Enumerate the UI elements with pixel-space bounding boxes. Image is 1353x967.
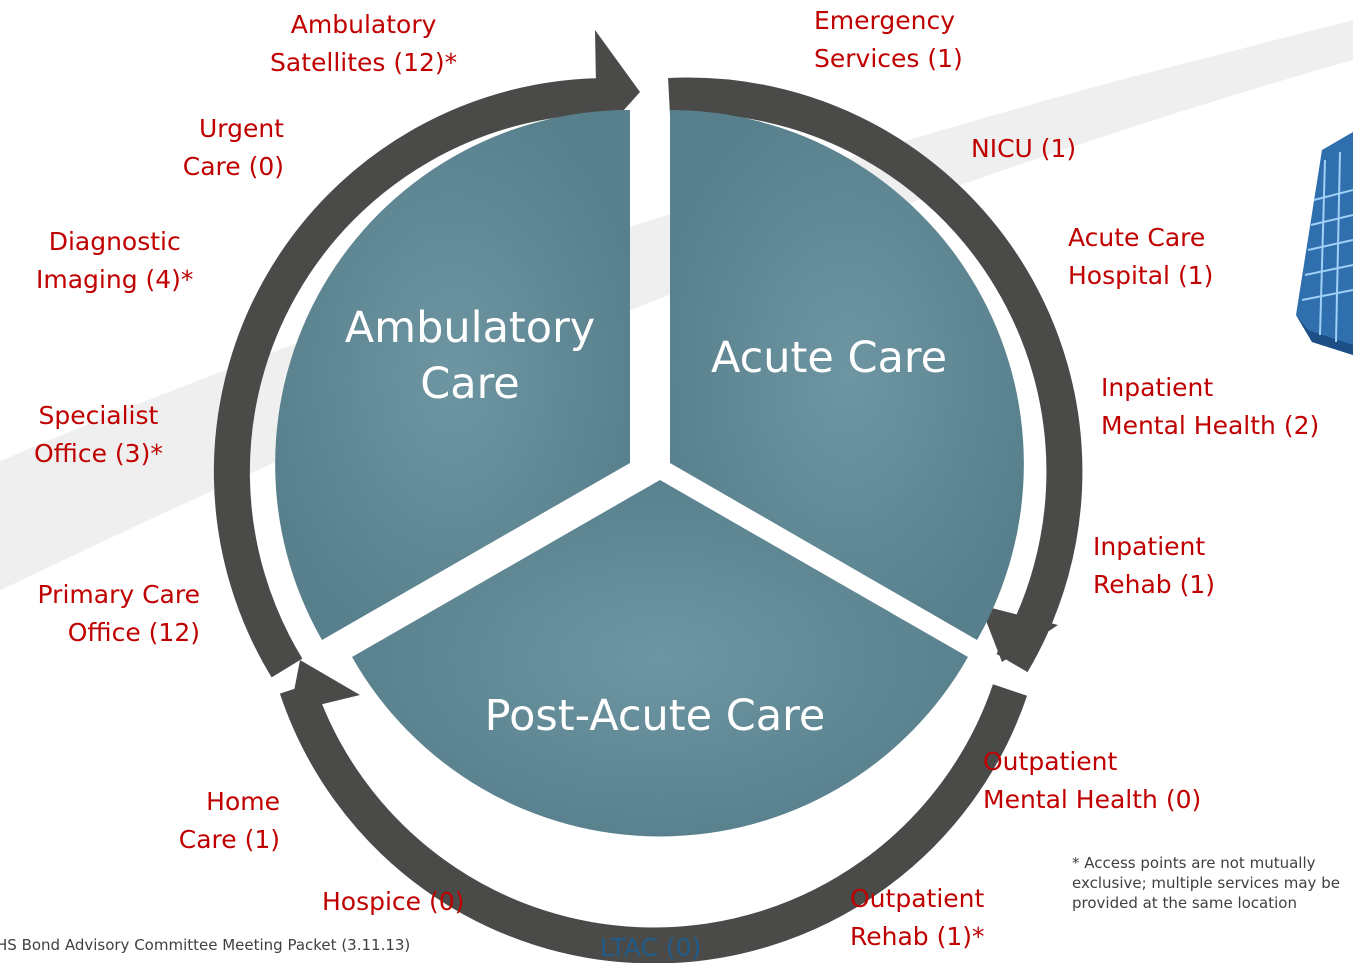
label-outpatient-mental-health: Outpatient Mental Health (0) bbox=[983, 747, 1202, 814]
footer-source: HS Bond Advisory Committee Meeting Packe… bbox=[0, 936, 411, 954]
label-inpatient-mental-health: Inpatient Mental Health (2) bbox=[1101, 373, 1320, 440]
segments bbox=[275, 109, 1024, 837]
segment-ambulatory bbox=[275, 109, 630, 641]
label-primary-care-office: Primary Care Office (12) bbox=[37, 580, 200, 647]
label-ambulatory-satellites: Ambulatory Satellites (12)* bbox=[270, 10, 458, 77]
segment-title-line: Acute Care bbox=[711, 333, 947, 383]
segment-title-line: Ambulatory bbox=[345, 303, 595, 353]
arrow-acute bbox=[668, 77, 1083, 673]
segment-title-post-acute: Post-Acute Care bbox=[485, 691, 826, 741]
arrowhead-post-acute bbox=[290, 660, 360, 712]
hospital-building-icon bbox=[1296, 132, 1353, 355]
segment-post-acute bbox=[352, 480, 968, 837]
label-emergency-services: Emergency Services (1) bbox=[814, 6, 963, 73]
segment-acute bbox=[670, 110, 1024, 640]
arrowhead-acute bbox=[980, 605, 1058, 662]
label-specialist-office: Specialist Office (3)* bbox=[34, 401, 163, 468]
label-hospice: Hospice (0) bbox=[322, 887, 465, 916]
label-ltac: LTAC (0) bbox=[600, 933, 702, 962]
label-outpatient-rehab: Outpatient Rehab (1)* bbox=[850, 884, 985, 951]
segment-title-line: Care bbox=[420, 359, 520, 409]
label-nicu: NICU (1) bbox=[971, 134, 1077, 163]
label-home-care: Home Care (1) bbox=[178, 787, 280, 854]
arrow-post-acute bbox=[279, 682, 1028, 963]
label-diagnostic-imaging: Diagnostic Imaging (4)* bbox=[36, 227, 194, 294]
arrow-ring bbox=[213, 30, 1083, 963]
label-inpatient-rehab: Inpatient Rehab (1) bbox=[1093, 532, 1216, 599]
arrow-ambulatory bbox=[213, 77, 613, 678]
segment-title-acute: Acute Care bbox=[711, 333, 947, 383]
footnote: * Access points are not mutually exclusi… bbox=[1072, 854, 1340, 912]
label-urgent-care: Urgent Care (0) bbox=[182, 114, 284, 181]
label-acute-care-hospital: Acute Care Hospital (1) bbox=[1068, 223, 1214, 290]
segment-title-line: Post-Acute Care bbox=[485, 691, 826, 741]
background-swoosh bbox=[0, 20, 1353, 591]
